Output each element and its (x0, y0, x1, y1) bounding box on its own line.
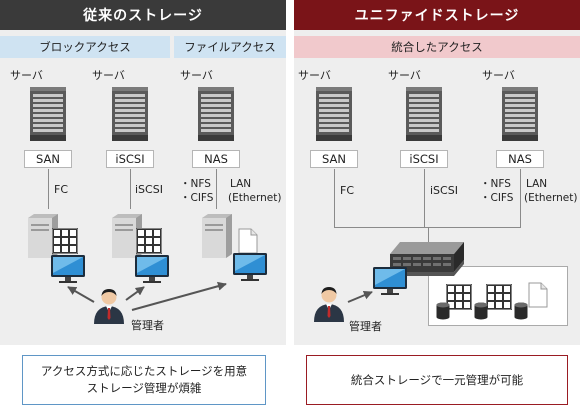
server-icon (197, 86, 235, 142)
file-document-icon (528, 282, 548, 308)
iscsi-box: iSCSI (106, 150, 154, 168)
file-access-header: ファイルアクセス (174, 36, 286, 58)
monitor-icon (232, 252, 268, 282)
admin-label: 管理者 (349, 320, 382, 333)
left-note-line1: アクセス方式に応じたストレージを用意 (40, 364, 248, 378)
right-note-box: 統合ストレージで一元管理が可能 (306, 355, 568, 405)
fc-line (48, 169, 49, 209)
nas-box: NAS (496, 150, 544, 168)
lan-label: LAN (230, 178, 252, 190)
san-box: SAN (310, 150, 358, 168)
server-label-1: サーバ (298, 69, 331, 82)
right-panel-title: ユニファイドストレージ (294, 0, 580, 30)
server-icon (111, 86, 149, 142)
left-note-line2: ストレージ管理が煩雑 (86, 381, 202, 395)
nfs-label: ・NFS (180, 178, 211, 190)
cifs-label: ・CIFS (480, 192, 514, 204)
ethernet-label: (Ethernet) (524, 192, 578, 204)
server-label-3: サーバ (482, 69, 515, 82)
unified-access-header: 統合したアクセス (294, 36, 580, 58)
fc-label: FC (54, 183, 69, 196)
storage-tower-icon (202, 214, 232, 258)
disk-icon (514, 302, 528, 320)
file-document-icon (238, 228, 258, 254)
block-data-icon (486, 284, 512, 310)
block-data-icon (136, 228, 162, 254)
server-icon (501, 86, 539, 142)
server-label-2: サーバ (388, 69, 421, 82)
left-panel-title: 従来のストレージ (0, 0, 286, 30)
left-note-box: アクセス方式に応じたストレージを用意 ストレージ管理が煩雑 (22, 355, 266, 405)
lan-line (520, 169, 521, 227)
admin-label: 管理者 (131, 319, 164, 332)
disk-icon (436, 302, 450, 320)
server-label-1: サーバ (10, 69, 43, 82)
iscsi-box: iSCSI (400, 150, 448, 168)
server-label-3: サーバ (180, 69, 213, 82)
monitor-icon (372, 266, 408, 296)
lan-label: LAN (526, 178, 548, 190)
monitor-icon (134, 254, 170, 284)
iscsi-line (130, 169, 131, 209)
nas-box: NAS (192, 150, 240, 168)
server-icon (405, 86, 443, 142)
san-box: SAN (24, 150, 72, 168)
iscsi-link-label: iSCSI (430, 184, 458, 197)
block-access-header: ブロックアクセス (0, 36, 170, 58)
iscsi-link-label: iSCSI (135, 183, 163, 196)
admin-person-icon (92, 288, 126, 324)
fc-line (334, 169, 335, 227)
bus-line (334, 227, 521, 228)
ethernet-label: (Ethernet) (228, 192, 282, 204)
disk-icon (474, 302, 488, 320)
monitor-icon (50, 254, 86, 284)
admin-person-icon (312, 286, 346, 322)
server-icon (315, 86, 353, 142)
storage-line (428, 227, 429, 247)
server-icon (29, 86, 67, 142)
nfs-label: ・NFS (480, 178, 511, 190)
iscsi-line (424, 169, 425, 227)
cifs-label: ・CIFS (180, 192, 214, 204)
block-data-icon (52, 228, 78, 254)
fc-label: FC (340, 184, 355, 197)
server-label-2: サーバ (92, 69, 125, 82)
lan-line (216, 169, 217, 209)
